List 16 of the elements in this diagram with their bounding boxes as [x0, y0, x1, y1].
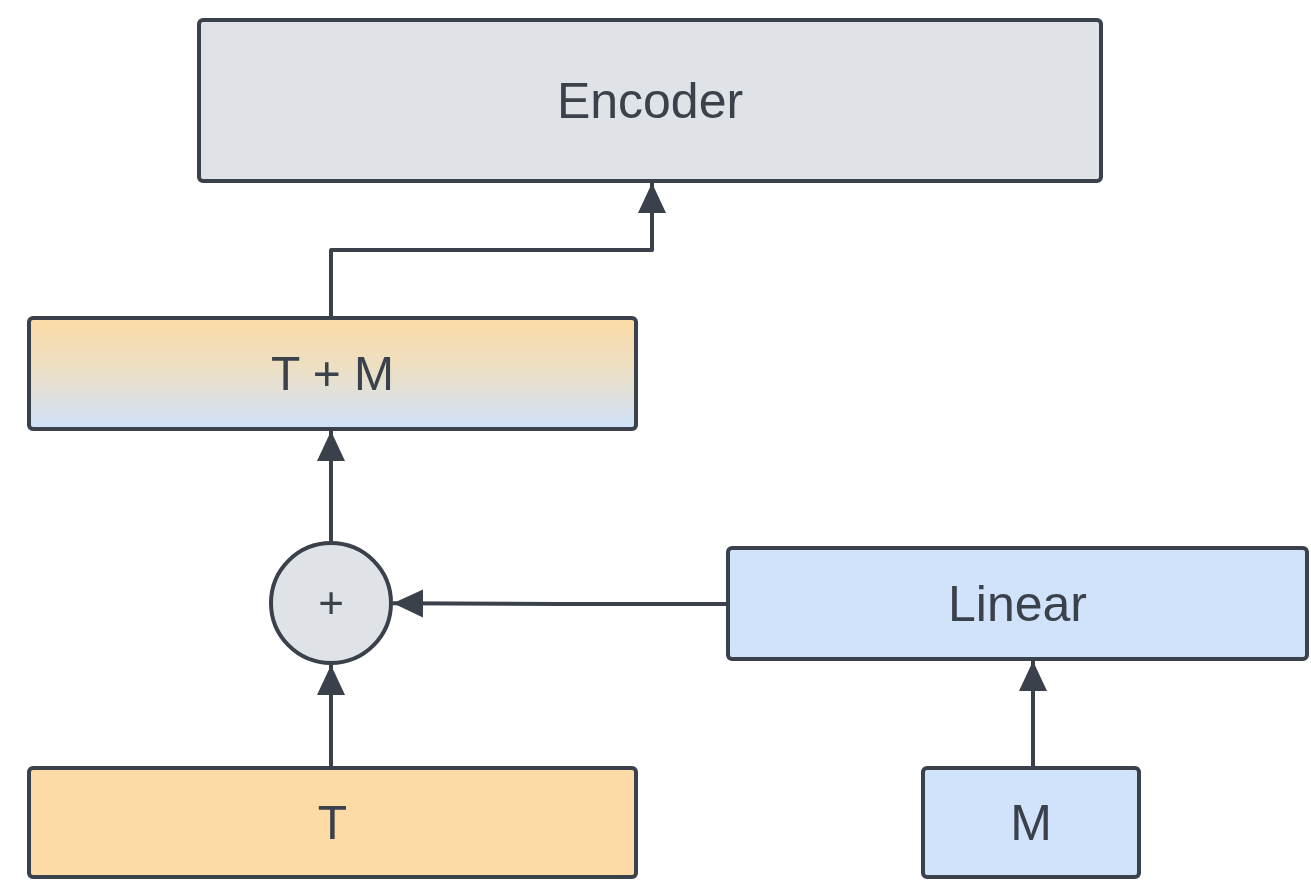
box-label: M	[1010, 793, 1052, 852]
box-label: Linear	[948, 574, 1087, 633]
process-box	[921, 766, 1141, 879]
process-box	[27, 316, 638, 431]
box-label: +	[318, 578, 344, 628]
box-label: Encoder	[556, 71, 744, 130]
arrow	[393, 589, 726, 618]
arrow	[317, 431, 345, 541]
arrow	[329, 183, 666, 316]
box-label: T + M	[270, 346, 395, 401]
process-box	[726, 546, 1309, 661]
arrow	[1019, 661, 1047, 766]
process-box	[27, 766, 638, 879]
box-label: T	[317, 795, 348, 850]
process-box	[197, 18, 1103, 183]
arrow	[317, 665, 345, 766]
